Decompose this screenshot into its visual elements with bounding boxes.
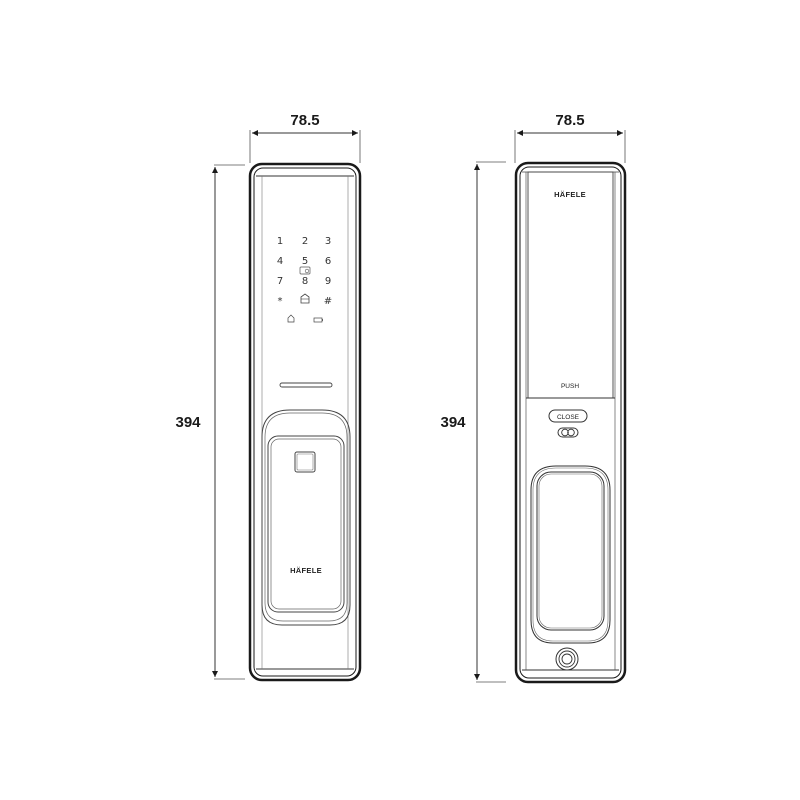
battery-icon	[313, 317, 323, 323]
lock-icon	[287, 314, 295, 323]
front-view: 78.5 394 1 2 3 4 5 6 7	[175, 112, 362, 682]
key-cylinder-icon[interactable]	[555, 647, 579, 671]
key-1[interactable]: 1	[277, 236, 283, 247]
key-3[interactable]: 3	[325, 236, 331, 247]
back-height-label: 394	[440, 414, 466, 431]
key-2[interactable]: 2	[302, 236, 308, 247]
handle-slot	[279, 382, 333, 388]
front-height-dimension: 394	[175, 164, 245, 680]
front-brand-logo: HÄFELE	[290, 566, 322, 575]
key-home-lock-icon[interactable]	[300, 293, 310, 304]
back-brand-logo: HÄFELE	[554, 190, 586, 199]
front-height-label: 394	[175, 414, 201, 431]
back-body-outline	[514, 161, 627, 684]
front-handle[interactable]	[261, 409, 351, 626]
back-width-dimension: 78.5	[514, 112, 626, 163]
front-body-outline	[248, 162, 362, 682]
key-9[interactable]: 9	[325, 276, 331, 287]
fingerprint-sensor-icon[interactable]	[294, 451, 316, 473]
back-handle[interactable]	[530, 465, 611, 644]
close-label: CLOSE	[557, 414, 580, 421]
front-width-label: 78.5	[290, 112, 319, 129]
key-hash[interactable]: #	[324, 296, 332, 307]
push-label: PUSH	[561, 383, 579, 390]
back-width-label: 78.5	[555, 112, 584, 129]
card-reader-icon	[299, 266, 311, 275]
key-star[interactable]: *	[278, 296, 283, 307]
key-4[interactable]: 4	[277, 256, 283, 267]
battery-cover-panel[interactable]	[526, 171, 615, 399]
key-5[interactable]: 5	[302, 256, 308, 267]
key-8[interactable]: 8	[302, 276, 308, 287]
keypad: 1 2 3 4 5 6 7 8 9 * #	[277, 236, 332, 323]
toggle-switch-icon[interactable]	[557, 427, 579, 438]
back-height-dimension: 394	[440, 161, 506, 683]
front-width-dimension: 78.5	[249, 112, 361, 163]
back-view: 78.5 394 HÄFELE PUSH CLOSE	[440, 112, 627, 684]
key-6[interactable]: 6	[325, 256, 331, 267]
key-7[interactable]: 7	[277, 276, 283, 287]
close-button[interactable]: CLOSE	[548, 409, 588, 423]
